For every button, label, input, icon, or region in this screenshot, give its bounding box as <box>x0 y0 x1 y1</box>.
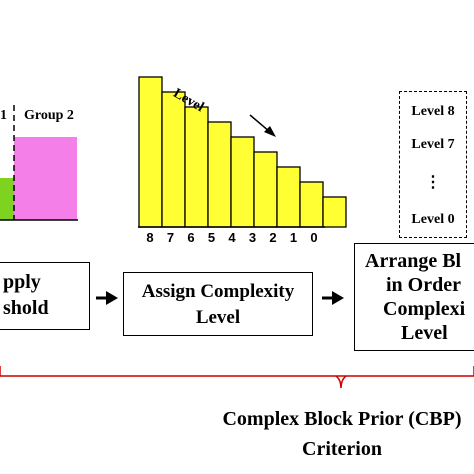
histogram-tick-label: 2 <box>269 230 277 245</box>
group2-bar <box>14 137 77 220</box>
apply-threshold-line2: shold <box>3 297 49 319</box>
histogram-tick-label: 6 <box>187 230 195 245</box>
arrange-line2: in Order <box>386 274 461 296</box>
histogram-bar <box>322 196 347 228</box>
criterion-title: Complex Block Prior (CBP) <box>222 408 462 430</box>
assign-complexity-line1: Assign Complexity <box>141 281 295 302</box>
criterion-subtitle: Criterion <box>302 438 382 460</box>
group2-label: Group 2 <box>24 108 74 123</box>
level-list-ellipsis: ⋮ <box>425 174 441 191</box>
histogram-tick-label: 1 <box>289 230 298 245</box>
level-list-item: Level 0 <box>411 212 455 227</box>
level-arrow-head <box>264 126 276 137</box>
assign-complexity-box: Assign Complexity Level <box>123 272 313 336</box>
histogram-tick-label: 0 <box>310 230 318 245</box>
group1-label: 1 <box>0 108 7 123</box>
arrange-line1: Arrange Bl <box>365 250 462 272</box>
arrange-blocks-box: Arrange Bl in Order Complexi Level <box>354 243 474 351</box>
group1-bar <box>0 178 14 220</box>
apply-threshold-line1: pply <box>3 271 41 293</box>
arrow2-head <box>332 291 344 305</box>
histogram-tick-label: 4 <box>228 230 236 245</box>
arrange-line4: Level <box>401 322 448 344</box>
histogram-tick-label: 3 <box>248 230 257 245</box>
level-list-item: Level 7 <box>411 137 455 152</box>
apply-threshold-box: pply shold <box>0 262 90 330</box>
histogram-tick-label: 5 <box>207 230 216 245</box>
level-arrow-line <box>249 114 271 133</box>
arrow1-head <box>106 291 118 305</box>
level-list-item: Level 8 <box>411 104 455 119</box>
assign-complexity-line2: Level <box>195 307 241 328</box>
level-list: Level 8 Level 7 ⋮ Level 0 <box>399 91 467 238</box>
arrange-line3: Complexi <box>383 298 466 320</box>
histogram-tick-label: 7 <box>166 230 175 245</box>
histogram-tick-label: 8 <box>146 230 154 245</box>
